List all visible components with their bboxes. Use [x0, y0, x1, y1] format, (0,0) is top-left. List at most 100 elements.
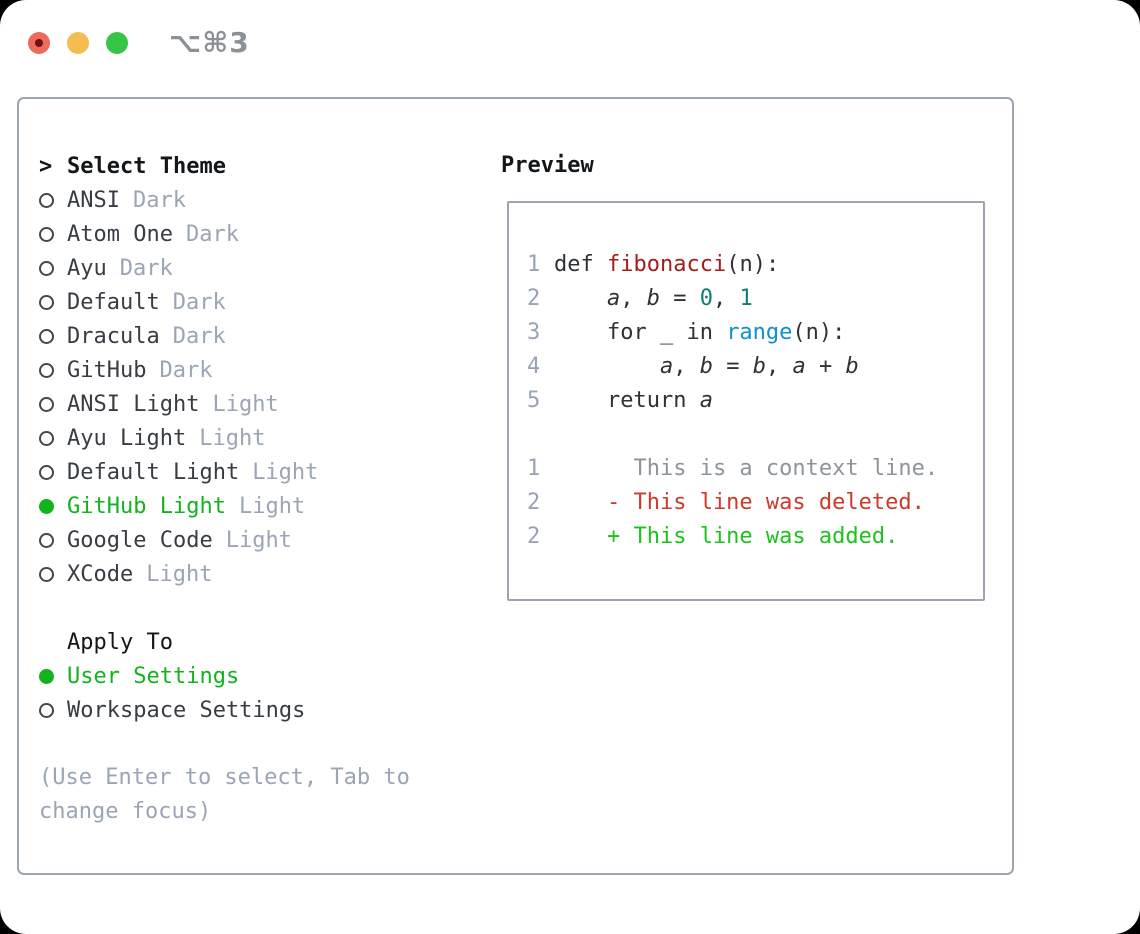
code-token: return [554, 387, 700, 413]
line-number: 3 [527, 319, 541, 345]
theme-option[interactable]: Default Light Light [39, 455, 501, 489]
theme-option[interactable]: XCode Light [39, 557, 501, 591]
radio-marker [39, 566, 67, 582]
close-button[interactable] [28, 31, 50, 54]
theme-option[interactable]: GitHub Dark [39, 353, 501, 387]
code-token: b [845, 353, 859, 379]
theme-option[interactable]: Google Code Light [39, 523, 501, 557]
variant-label: Light [238, 493, 306, 519]
radio-marker [39, 396, 67, 412]
apply-option[interactable]: User Settings [39, 659, 501, 693]
variant-label: Dark [172, 323, 226, 349]
code-token: range [726, 319, 793, 345]
option-label: Default [67, 289, 160, 315]
code-token: This is a context line. [554, 455, 939, 481]
select-theme-header[interactable]: > Select Theme [39, 149, 501, 183]
code-token: , [620, 285, 647, 311]
variant-label: Light [199, 425, 266, 451]
radio-selected-icon [39, 668, 54, 684]
radio-icon [39, 464, 54, 480]
variant-label: Dark [172, 289, 226, 315]
code-token: + [805, 353, 846, 379]
line-number: 4 [527, 353, 541, 379]
code-content: This is a context line. [554, 456, 938, 481]
radio-marker [39, 430, 67, 446]
code-token: , [673, 353, 700, 379]
option-label: GitHub [67, 357, 147, 383]
option-label: User Settings [67, 663, 240, 689]
code-token: a [606, 285, 621, 311]
line-number: 1 [527, 251, 541, 277]
code-token: 0 [699, 285, 713, 311]
code-line: 1 def fibonacci(n): [527, 247, 973, 281]
radio-marker [39, 226, 67, 242]
hint-text: (Use Enter to select, Tab to change focu… [39, 765, 410, 824]
option-label: ANSI Light [67, 391, 200, 417]
theme-option[interactable]: Dracula Dark [39, 319, 501, 353]
variant-label: Dark [119, 255, 173, 281]
variant-label: Light [252, 459, 319, 485]
apply-option[interactable]: Workspace Settings [39, 693, 501, 727]
theme-option[interactable]: Ayu Dark [39, 251, 501, 285]
variant-label: Dark [159, 357, 213, 383]
theme-option[interactable]: ANSI Light Light [39, 387, 501, 421]
select-theme-title: Select Theme [67, 153, 226, 179]
close-dot-icon [35, 38, 43, 47]
code-token: a [659, 353, 674, 379]
radio-icon [39, 566, 54, 582]
zoom-button[interactable] [106, 31, 128, 54]
variant-label: Light [212, 391, 279, 417]
theme-option[interactable]: Default Dark [39, 285, 501, 319]
line-number: 2 [527, 285, 541, 311]
option-label: Ayu [67, 255, 107, 281]
radio-marker [39, 362, 67, 378]
radio-icon [39, 192, 54, 208]
option-label: Atom One [67, 221, 173, 247]
option-label: Workspace Settings [67, 697, 306, 723]
code-line: 2 a, b = 0, 1 [527, 281, 973, 315]
minimize-button[interactable] [67, 31, 89, 54]
radio-marker [39, 532, 67, 548]
apply-to-title: Apply To [67, 629, 173, 655]
prompt-marker: > [39, 154, 67, 179]
code-token: for _ in [554, 319, 727, 345]
option-label: ANSI [67, 187, 120, 213]
line-number: 2 [527, 489, 541, 515]
option-label: Google Code [67, 527, 213, 553]
code-token: (n): [726, 251, 780, 277]
code-content: for _ in range(n): [554, 320, 845, 345]
option-label: Default Light [67, 459, 240, 485]
line-number: 2 [527, 523, 541, 549]
spacer [39, 591, 501, 625]
code-token: def [554, 251, 607, 277]
code-line: 3 for _ in range(n): [527, 315, 973, 349]
code-token: a [792, 353, 806, 379]
radio-icon [39, 702, 54, 718]
option-label: Dracula [67, 323, 160, 349]
code-content: def fibonacci(n): [554, 252, 779, 277]
radio-marker [39, 464, 67, 480]
code-token [554, 354, 660, 379]
code-content: return a [554, 388, 713, 413]
radio-icon [39, 260, 54, 276]
preview-title: Preview [501, 153, 594, 178]
code-line [527, 417, 973, 451]
radio-icon [39, 328, 54, 344]
radio-marker [39, 192, 67, 208]
variant-label: Light [225, 527, 292, 553]
variant-label: Light [146, 561, 213, 587]
radio-marker [39, 668, 67, 684]
radio-icon [39, 294, 54, 310]
option-label: XCode [67, 561, 134, 587]
code-token: + This line was added. [554, 523, 899, 549]
